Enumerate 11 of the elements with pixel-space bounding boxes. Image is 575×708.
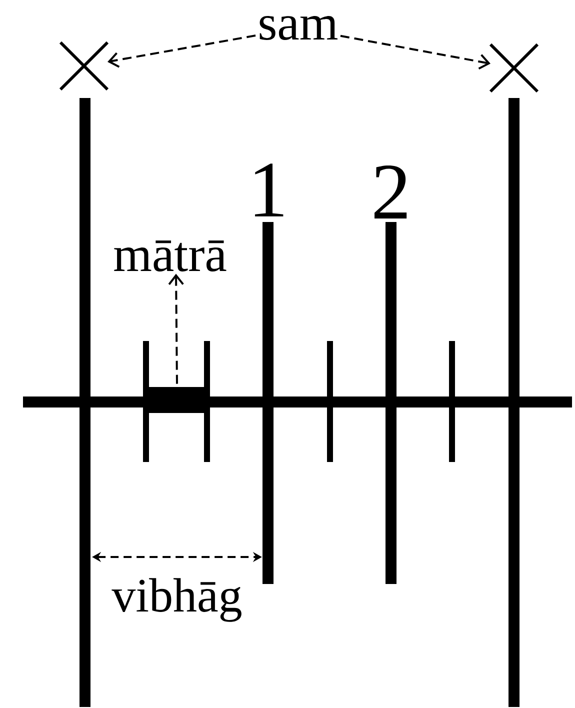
- text-label: mātrā: [114, 240, 226, 272]
- text-label: sam: [260, 16, 338, 40]
- arrow: [340, 34, 490, 70]
- arrow: [168, 274, 184, 384]
- vibhag-number: 2: [374, 166, 407, 218]
- matra-bar: [148, 387, 206, 413]
- arrow: [108, 34, 256, 68]
- vibhag-number: 1: [255, 164, 284, 216]
- cross-mark: [59, 41, 109, 91]
- dimension-label: vibhāg: [112, 578, 242, 622]
- cross-mark: [489, 43, 539, 93]
